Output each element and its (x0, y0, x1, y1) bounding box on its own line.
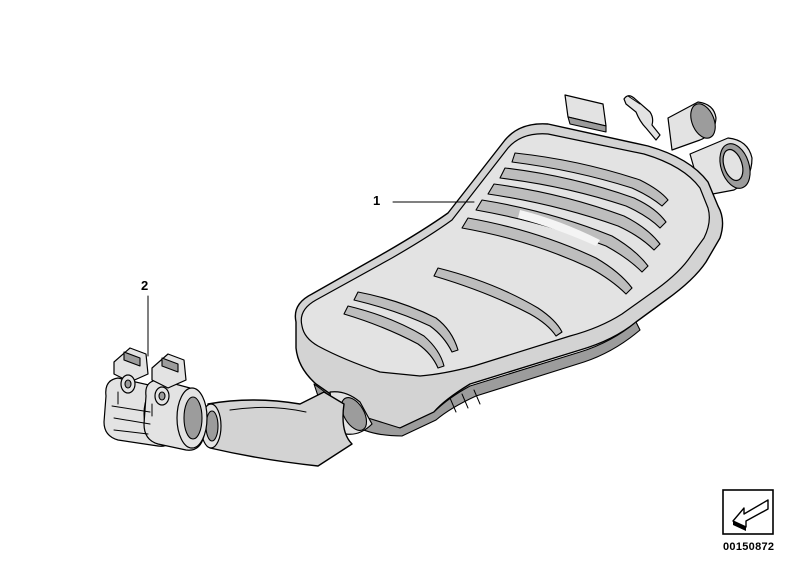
inlet-pipe (200, 391, 353, 467)
rear-muffler-part[interactable] (294, 94, 755, 437)
diagram-reference-code: 00150872 (723, 541, 775, 553)
callout-label-1: 1 (373, 193, 381, 208)
pipe-clamp-part[interactable] (103, 347, 208, 451)
arrow-return-icon (722, 489, 774, 535)
callout-label-2: 2 (141, 278, 149, 293)
